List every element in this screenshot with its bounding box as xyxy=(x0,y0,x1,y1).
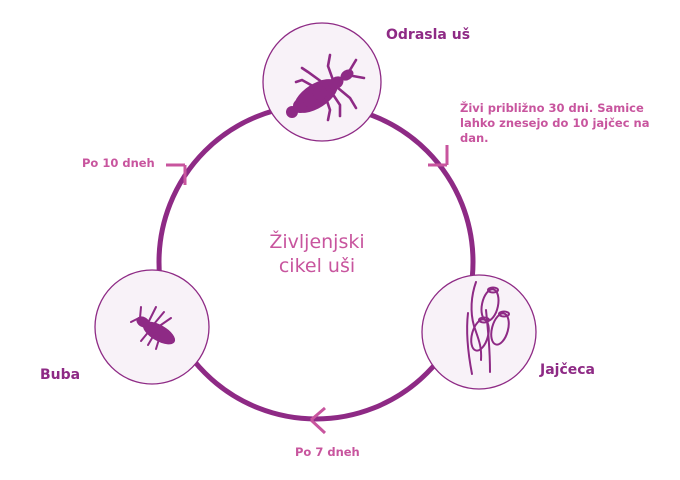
stage-label-eggs: Jajčeca xyxy=(540,362,595,378)
diagram-title: Življenjski cikel uši xyxy=(237,230,397,278)
stage-nymph-circle xyxy=(94,269,210,385)
lice-eggs-icon xyxy=(466,281,510,375)
transition-label-nymph-to-adult: Po 10 dneh xyxy=(82,156,155,170)
arrow-eggs-to-nymph xyxy=(309,406,327,435)
stage-label-nymph: Buba xyxy=(40,367,81,383)
diagram-title-line2: cikel uši xyxy=(278,255,356,277)
stage-eggs-circle xyxy=(421,274,537,390)
nymph-icon xyxy=(130,306,176,350)
stage-label-adult: Odrasla uš xyxy=(386,27,471,43)
stage-description-adult: Živi približno 30 dni. Samice lahko znes… xyxy=(460,101,650,145)
arrow-nymph-to-adult xyxy=(166,163,187,185)
adult-louse-icon xyxy=(286,53,366,122)
diagram-title-line1: Življenjski xyxy=(269,231,365,253)
stage-adult-circle xyxy=(262,22,382,142)
arrow-adult-to-eggs xyxy=(428,145,449,167)
transition-label-eggs-to-nymph: Po 7 dneh xyxy=(295,445,360,459)
